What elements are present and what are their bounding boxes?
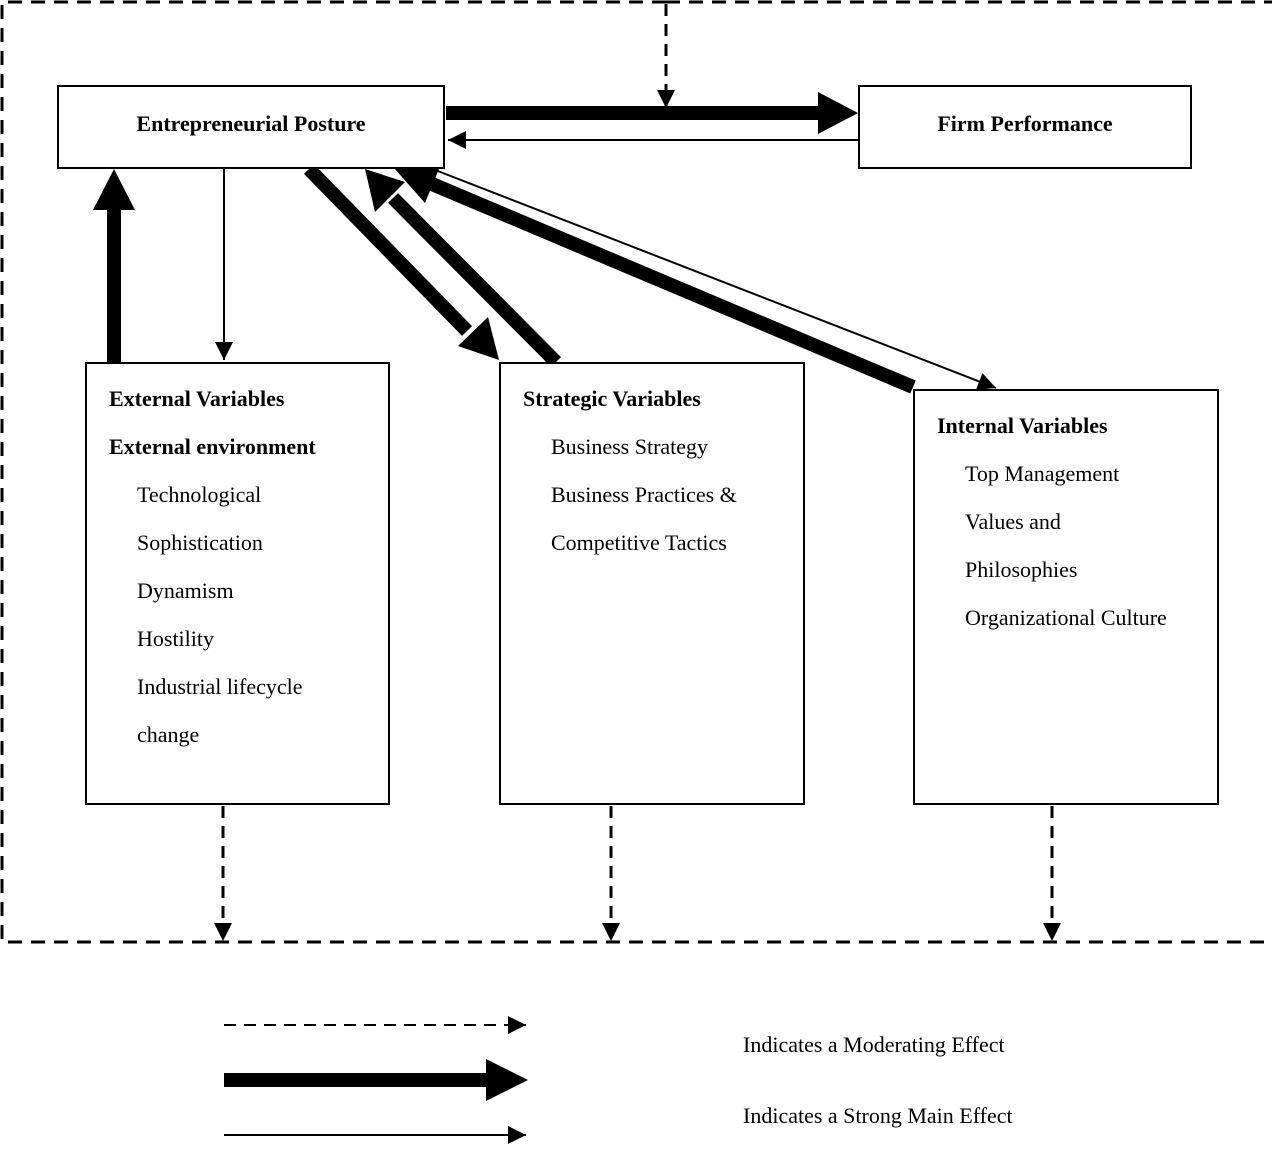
- internal-item: Organizational Culture: [965, 605, 1167, 630]
- internal-variables-box: Internal Variables Top Management Values…: [913, 389, 1219, 805]
- strategic-item: Business Practices &: [551, 482, 737, 507]
- arrow-ep-to-fp: [446, 92, 858, 134]
- strategic-variables-box: Strategic Variables Business Strategy Bu…: [499, 362, 805, 805]
- internal-item: Philosophies: [965, 557, 1078, 582]
- strategic-variables-heading: Strategic Variables: [523, 386, 701, 411]
- external-item: Industrial lifecycle: [137, 674, 303, 699]
- moderating-arrows: [214, 4, 1061, 941]
- arrow-internal-to-ep: [394, 164, 916, 394]
- external-environment-subheading: External environment: [109, 434, 316, 459]
- internal-variables-heading: Internal Variables: [937, 413, 1108, 438]
- moderating-frame: [0, 0, 1272, 944]
- strategic-item: Competitive Tactics: [551, 530, 727, 555]
- legend-moderating-label: Indicates a Moderating Effect: [743, 1032, 1005, 1057]
- internal-item: Top Management: [965, 461, 1120, 486]
- external-variables-heading: External Variables: [109, 386, 285, 411]
- legend-thick-arrow: [224, 1059, 528, 1101]
- firm-performance-box: Firm Performance: [858, 85, 1192, 169]
- entrepreneurial-posture-box: Entrepreneurial Posture: [57, 85, 445, 169]
- external-item: change: [137, 722, 200, 747]
- external-item: Hostility: [137, 626, 215, 651]
- arrow-ep-to-strategic: [303, 164, 499, 360]
- internal-item: Values and: [965, 509, 1061, 534]
- legend-strong-label: Indicates a Strong Main Effect: [743, 1103, 1013, 1128]
- arrow-ep-to-internal: [429, 167, 997, 390]
- firm-performance-label: Firm Performance: [937, 111, 1113, 136]
- arrow-strategic-to-ep: [365, 169, 561, 367]
- entrepreneurial-posture-label: Entrepreneurial Posture: [136, 111, 366, 136]
- thin-arrows: [215, 131, 997, 390]
- external-item: Sophistication: [137, 530, 263, 555]
- strong-arrows: [93, 92, 916, 394]
- legend-arrows: [224, 1016, 528, 1144]
- external-item: Technological: [137, 482, 262, 507]
- external-item: Dynamism: [137, 578, 234, 603]
- strategic-item: Business Strategy: [551, 434, 709, 459]
- arrow-external-to-ep: [93, 169, 135, 362]
- external-variables-box: External Variables External environment …: [85, 362, 390, 805]
